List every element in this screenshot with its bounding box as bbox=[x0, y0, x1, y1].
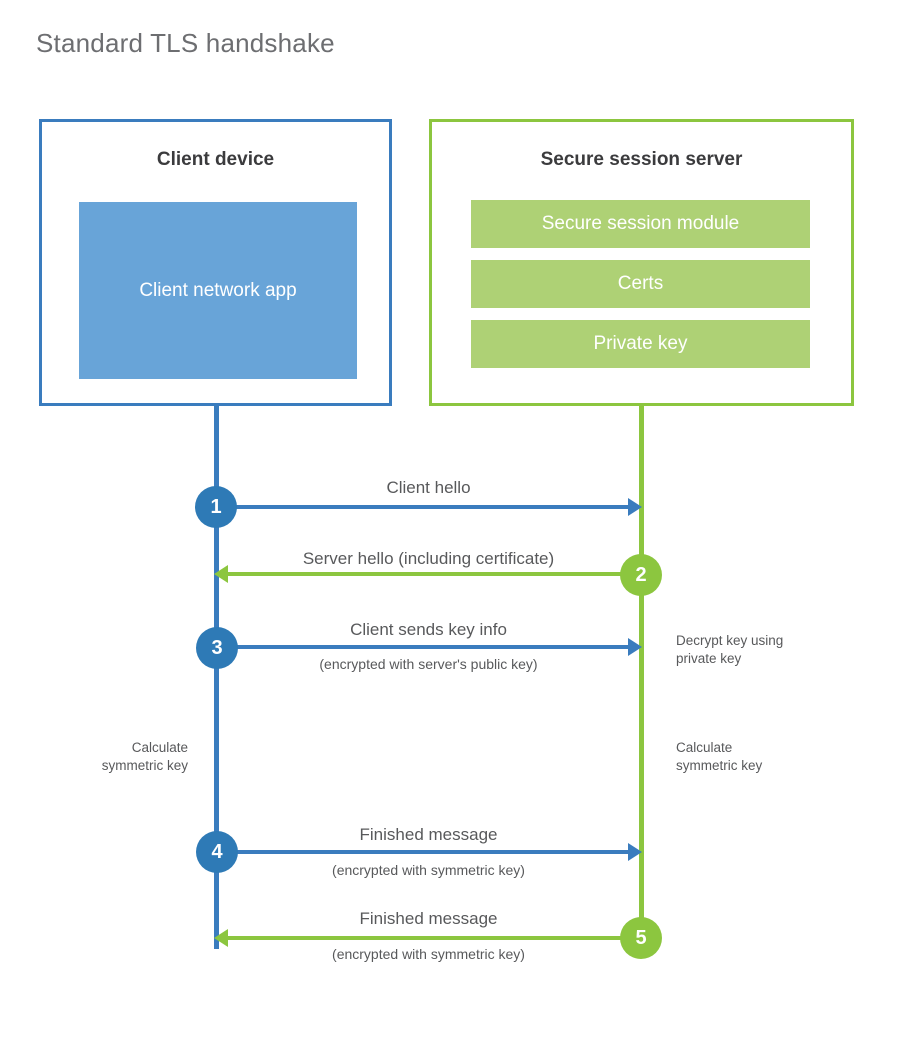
step-4-arrow-line bbox=[216, 850, 630, 854]
step-2-arrow-head-icon bbox=[214, 565, 228, 583]
page-title: Standard TLS handshake bbox=[36, 28, 335, 58]
server-component-secure-session-module: Secure session module bbox=[471, 200, 810, 248]
step-1-arrow-head-icon bbox=[628, 498, 642, 516]
secure-session-server-title: Secure session server bbox=[540, 149, 743, 170]
server-lifeline bbox=[639, 404, 644, 941]
step-4-sublabel: (encrypted with symmetric key) bbox=[332, 862, 525, 878]
step-3-arrow-line bbox=[216, 645, 630, 649]
server-decrypt-annotation: Decrypt key using private key bbox=[676, 633, 784, 667]
step-5-arrow-line bbox=[226, 936, 630, 940]
step-1-label: Client hello bbox=[386, 478, 471, 497]
server-component-certs: Certs bbox=[471, 260, 810, 308]
step-3-sublabel: (encrypted with server's public key) bbox=[319, 656, 538, 672]
step-5-sublabel: (encrypted with symmetric key) bbox=[332, 946, 525, 962]
step-2-marker: 2 bbox=[620, 554, 662, 596]
step-1-arrow-line bbox=[216, 505, 630, 509]
server-calculate-symmetric-key-annotation: Calculate symmetric key bbox=[676, 740, 763, 774]
step-5-arrow-head-icon bbox=[214, 929, 228, 947]
server-components-stack: Secure session module Certs Private key bbox=[471, 200, 810, 368]
secure-session-server-box: Secure session server Secure session mod… bbox=[429, 119, 854, 406]
client-device-title: Client device bbox=[156, 149, 275, 170]
step-5-label: Finished message bbox=[359, 909, 498, 928]
server-component-private-key: Private key bbox=[471, 320, 810, 368]
step-2-arrow-line bbox=[226, 572, 630, 576]
step-3-label: Client sends key info bbox=[350, 620, 507, 639]
step-3-marker: 3 bbox=[196, 627, 238, 669]
step-3-arrow-head-icon bbox=[628, 638, 642, 656]
step-4-arrow-head-icon bbox=[628, 843, 642, 861]
step-4-marker: 4 bbox=[196, 831, 238, 873]
step-5-marker: 5 bbox=[620, 917, 662, 959]
step-4-label: Finished message bbox=[359, 825, 498, 844]
client-lifeline bbox=[214, 404, 219, 949]
step-2-label: Server hello (including certificate) bbox=[302, 549, 555, 568]
client-device-box: Client device Client network app bbox=[39, 119, 392, 406]
client-calculate-symmetric-key-annotation: Calculate symmetric key bbox=[101, 740, 188, 774]
client-network-app-block: Client network app bbox=[79, 202, 357, 379]
step-1-marker: 1 bbox=[195, 486, 237, 528]
